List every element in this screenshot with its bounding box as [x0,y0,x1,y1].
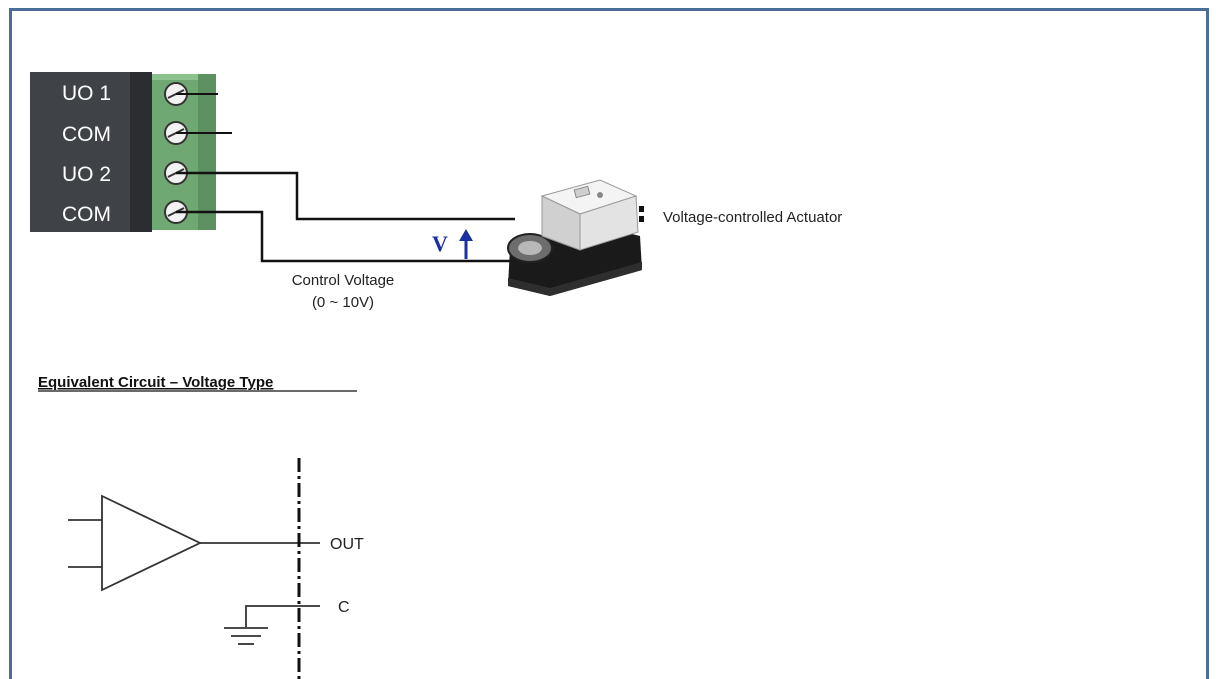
amplifier-icon [68,494,203,592]
terminal-label-uo2: UO 2 [62,163,111,186]
ground-icon [224,627,268,645]
terminal-label-uo1: UO 1 [62,82,111,105]
actuator-image [507,179,644,296]
control-voltage-range: (0 ~ 10V) [312,294,374,311]
actuator-label: Voltage-controlled Actuator [663,209,842,226]
wire-uo2 [176,171,515,221]
out-label: OUT [330,536,364,553]
terminal-label-com1: COM [62,123,111,146]
common-line [245,605,320,627]
equivalent-circuit-title: Equivalent Circuit – Voltage Type [38,374,273,391]
voltage-symbol: V [432,231,448,256]
common-label: C [338,599,350,616]
up-arrow-icon [459,229,473,259]
wire-com2 [176,210,515,263]
terminal-panel-shadow [130,72,152,232]
terminal-label-com2: COM [62,203,111,226]
control-voltage-label: Control Voltage [292,272,395,289]
